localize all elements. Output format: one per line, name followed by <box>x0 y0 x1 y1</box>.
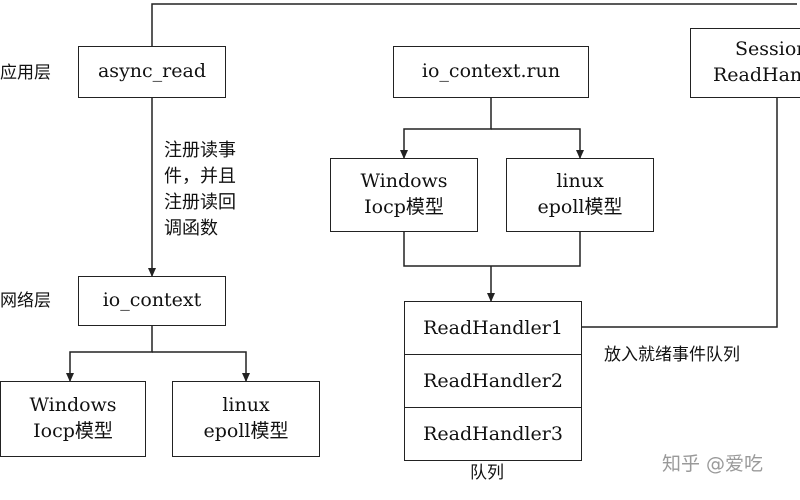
mid-linux-box: linux epoll模型 <box>506 158 654 232</box>
mid-windows-box: Windows Iocp模型 <box>330 158 478 232</box>
queue-item: ReadHandler1 <box>404 301 582 355</box>
arrow-queue-to-session <box>582 85 781 328</box>
linux-label: linux <box>222 394 270 417</box>
io-context-run-box: io_context.run <box>393 46 589 98</box>
queue-item: ReadHandler3 <box>404 407 582 461</box>
register-annotation: 注册读事 件，并且 注册读回 调函数 <box>164 138 236 242</box>
loop-line <box>151 3 797 46</box>
windows-label: Windows <box>360 170 448 193</box>
branch-left-2 <box>152 351 250 382</box>
io-context-label: io_context <box>102 289 202 312</box>
epoll-label: epoll模型 <box>203 420 289 442</box>
left-linux-box: linux epoll模型 <box>172 381 320 457</box>
merge-to-queue <box>403 232 581 267</box>
io-context-box: io_context <box>78 276 226 326</box>
branch-mid-2 <box>491 128 584 159</box>
left-windows-box: Windows Iocp模型 <box>0 381 146 457</box>
queue-item: ReadHandler2 <box>404 354 582 408</box>
io-context-run-label: io_context.run <box>421 60 561 83</box>
readhandler-label: ReadHan <box>713 64 800 86</box>
annotation-line: 件，并且 <box>164 166 236 188</box>
layer-label-network: 网络层 <box>0 291 51 311</box>
async-read-box: async_read <box>78 46 226 98</box>
branch-mid <box>400 98 492 159</box>
annotation-line: 注册读回 <box>164 192 236 214</box>
async-read-label: async_read <box>97 60 206 83</box>
linux-label: linux <box>556 170 604 193</box>
annotation-line: 调函数 <box>164 218 218 240</box>
windows-label: Windows <box>29 394 117 417</box>
branch-left <box>66 326 153 382</box>
annotation-line: 注册读事 <box>164 140 236 161</box>
watermark: 知乎 @爱吃 <box>662 453 764 475</box>
enqueue-label: 放入就绪事件队列 <box>604 345 740 365</box>
session-label: Session <box>735 38 800 61</box>
queue-label: 队列 <box>470 463 504 483</box>
layer-label-app: 应用层 <box>0 63 51 83</box>
iocp-label: Iocp模型 <box>33 420 113 442</box>
epoll-label: epoll模型 <box>537 196 623 218</box>
iocp-label: Iocp模型 <box>364 196 444 218</box>
session-readhandler-box: Session ReadHan <box>690 28 800 98</box>
